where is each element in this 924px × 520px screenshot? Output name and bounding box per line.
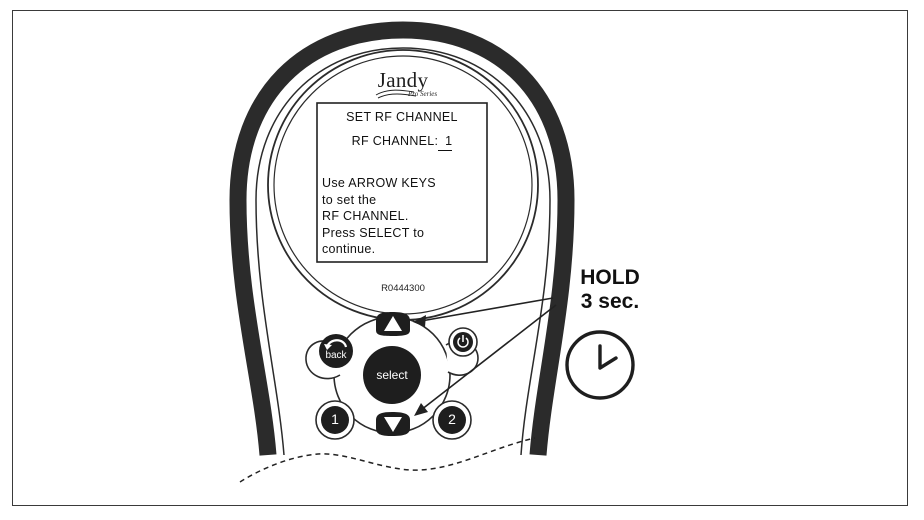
channel-row: RF CHANNEL:1 bbox=[317, 133, 487, 151]
power-icon bbox=[457, 337, 469, 348]
back-button-label: back bbox=[325, 350, 347, 361]
lcd-screen bbox=[316, 102, 488, 263]
hold-duration: 3 sec. bbox=[580, 290, 640, 313]
instruction-line: continue. bbox=[322, 242, 376, 256]
button-1-label: 1 bbox=[331, 411, 339, 427]
brand-swoosh-icon bbox=[375, 89, 417, 99]
hold-label: HOLD bbox=[580, 266, 640, 289]
model-number: R0444300 bbox=[381, 283, 425, 294]
select-button[interactable] bbox=[363, 346, 421, 404]
instruction-line: RF CHANNEL. bbox=[322, 209, 409, 223]
button-2-label: 2 bbox=[448, 411, 456, 427]
instruction-line: Use ARROW KEYS bbox=[322, 176, 436, 190]
hold-callout: HOLD 3 sec. bbox=[560, 266, 660, 314]
dashed-cutoff-line bbox=[239, 437, 536, 483]
down-arrow-icon bbox=[384, 417, 402, 432]
instruction-line: to set the bbox=[322, 192, 377, 207]
brand-series: Pro Series bbox=[408, 90, 438, 98]
channel-label: RF CHANNEL: bbox=[351, 134, 439, 148]
up-arrow-icon bbox=[384, 316, 402, 331]
screen-instructions: Use ARROW KEYS to set the RF CHANNEL. Pr… bbox=[322, 175, 482, 258]
callout-arrow-up bbox=[420, 297, 554, 322]
button-2[interactable] bbox=[438, 406, 466, 434]
select-button-label: select bbox=[376, 368, 408, 382]
callout-arrow-down bbox=[420, 304, 557, 411]
channel-value: 1 bbox=[438, 133, 453, 151]
screen-title: SET RF CHANNEL bbox=[346, 110, 458, 124]
brand-name: Jandy bbox=[377, 68, 429, 92]
instruction-line: Press SELECT to bbox=[322, 225, 425, 240]
button-1[interactable] bbox=[321, 406, 349, 434]
